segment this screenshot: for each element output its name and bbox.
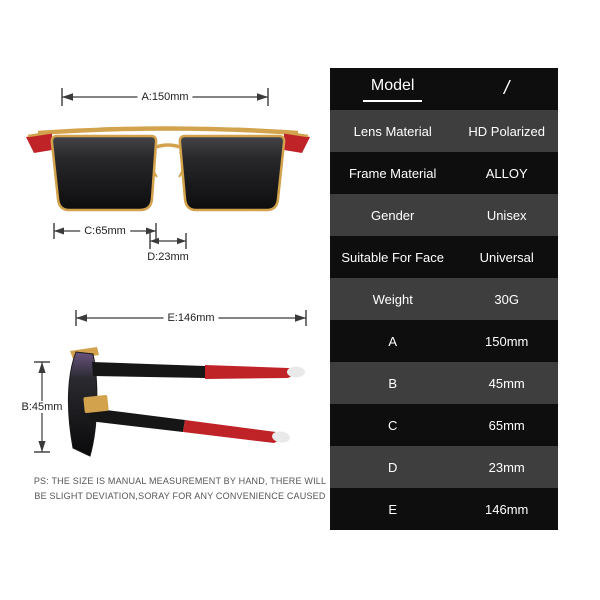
spec-label: Frame Material <box>348 165 437 181</box>
spec-row-dim-d: D 23mm <box>330 446 558 488</box>
spec-row-dim-e: E 146mm <box>330 488 558 530</box>
spec-label: Gender <box>371 207 415 223</box>
right-hinge-bar <box>281 130 309 138</box>
upper-temple-white-cap <box>287 366 305 378</box>
dimension-label-b: B:45mm <box>17 401 67 413</box>
lower-temple-arm <box>89 408 185 432</box>
spec-row-dim-c: C 65mm <box>330 404 558 446</box>
spec-value: 65mm <box>488 417 525 433</box>
spec-row-model: Model / <box>330 68 558 110</box>
sunglasses-front-view-illustration <box>26 126 310 212</box>
side-hinge <box>83 394 109 414</box>
spec-label: E <box>388 501 398 517</box>
spec-label: Suitable For Face <box>341 249 444 265</box>
spec-row-lens-material: Lens Material HD Polarized <box>330 110 558 152</box>
dimension-arrow-d <box>149 233 187 249</box>
spec-label: D <box>388 459 398 475</box>
upper-temple-red-tip <box>205 365 297 379</box>
spec-value: Unisex <box>486 207 527 223</box>
dimension-label-a: A:150mm <box>137 91 193 103</box>
spec-row-dim-b: B 45mm <box>330 362 558 404</box>
spec-label: A <box>388 333 398 349</box>
spec-value: 45mm <box>488 375 525 391</box>
spec-label-text: Model <box>362 77 423 102</box>
dimension-label-c: C:65mm <box>80 225 130 237</box>
front-top-bar <box>37 126 299 136</box>
spec-row-suitable-for-face: Suitable For Face Universal <box>330 236 558 278</box>
dimension-label-e: E:146mm <box>163 312 219 324</box>
spec-value: 146mm <box>485 501 529 517</box>
disclaimer-line-1: PS: THE SIZE IS MANUAL MEASUREMENT BY HA… <box>33 476 327 486</box>
spec-value: Universal <box>479 249 534 265</box>
spec-label: Lens Material <box>353 123 432 139</box>
spec-value: 30G <box>494 291 519 307</box>
upper-temple-arm <box>92 362 205 378</box>
spec-row-weight: Weight 30G <box>330 278 558 320</box>
spec-label: Model <box>330 77 455 102</box>
spec-label: B <box>388 375 398 391</box>
spec-label: C <box>388 417 398 433</box>
left-hinge-bar <box>27 130 55 138</box>
lower-temple-white-cap <box>272 431 290 443</box>
left-lens <box>50 134 158 212</box>
left-temple-tip <box>26 132 52 153</box>
sunglasses-side-view-illustration <box>67 347 305 457</box>
disclaimer-line-2: BE SLIGHT DEVIATION,SORAY FOR ANY CONVEN… <box>34 491 326 501</box>
spec-value: 150mm <box>485 333 529 349</box>
spec-value: 23mm <box>488 459 525 475</box>
spec-value: HD Polarized <box>468 123 545 139</box>
spec-row-gender: Gender Unisex <box>330 194 558 236</box>
spec-value: ALLOY <box>485 165 528 181</box>
right-temple-tip <box>284 132 310 153</box>
spec-label: Weight <box>372 291 413 307</box>
dimension-label-d: D:23mm <box>143 251 193 263</box>
spec-value: / <box>504 78 510 99</box>
spec-row-dim-a: A 150mm <box>330 320 558 362</box>
right-lens <box>178 134 286 212</box>
spec-row-frame-material: Frame Material ALLOY <box>330 152 558 194</box>
disclaimer-note: PS: THE SIZE IS MANUAL MEASUREMENT BY HA… <box>22 474 338 504</box>
spec-table: Model / Lens Material HD Polarized Frame… <box>330 68 558 530</box>
lower-temple-red-tip <box>183 420 283 443</box>
